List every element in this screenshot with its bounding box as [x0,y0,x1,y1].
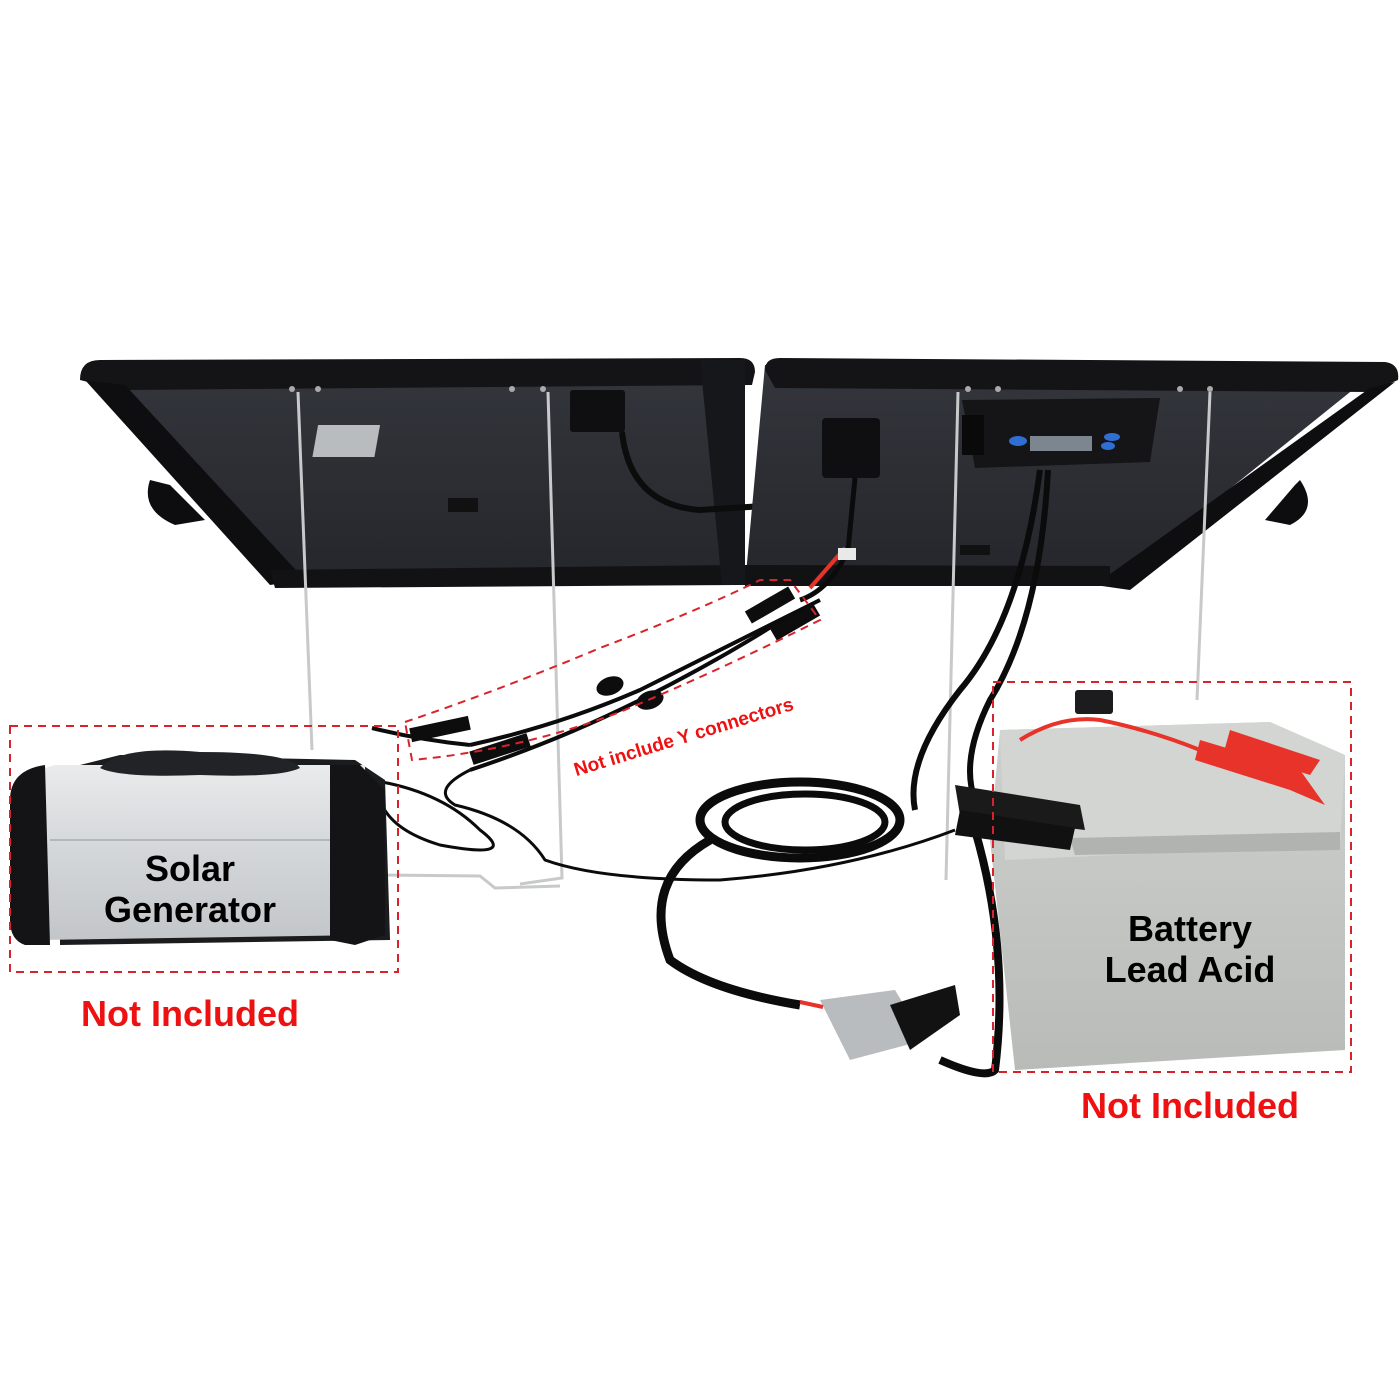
battery-label: Battery Lead Acid [1060,908,1320,991]
anderson-plug-icon [799,985,960,1060]
y-connector-dashed-outline [403,579,822,762]
annotation-outlines [9,579,1352,1073]
battery-label-line1: Battery [1127,908,1253,949]
kickstand-rods [296,391,1212,890]
lcd-screen [1030,436,1092,451]
solar-generator [10,750,390,945]
solar-generator-label-line1: Solar [144,848,236,889]
usb-ports [962,415,984,455]
alligator-clamp-icon [955,730,1325,850]
spec-label [312,425,381,457]
junction-box-icon [570,390,625,432]
fuse-holder [1075,690,1113,714]
battery-not-included-label: Not Included [1081,1085,1299,1126]
carry-handle [100,750,300,776]
solar-panel-left [80,358,781,588]
solar-panel-right [745,358,1399,590]
battery-lead-acid [955,690,1345,1070]
generator-not-included-label: Not Included [81,993,299,1034]
cables [369,469,1051,1078]
generator-dashed-box [9,725,399,973]
mc4-connectors [409,548,856,765]
controller-button [1101,442,1115,450]
charge-controller [962,398,1160,468]
solar-generator-label-line2: Generator [103,889,277,931]
solar-generator-label: Solar Generator [60,848,320,931]
battery-label-line2: Lead Acid [1104,949,1276,991]
controller-button [1104,433,1120,441]
junction-box-icon [822,418,880,478]
controller-button [1009,436,1027,446]
battery-dashed-box [992,681,1352,1073]
